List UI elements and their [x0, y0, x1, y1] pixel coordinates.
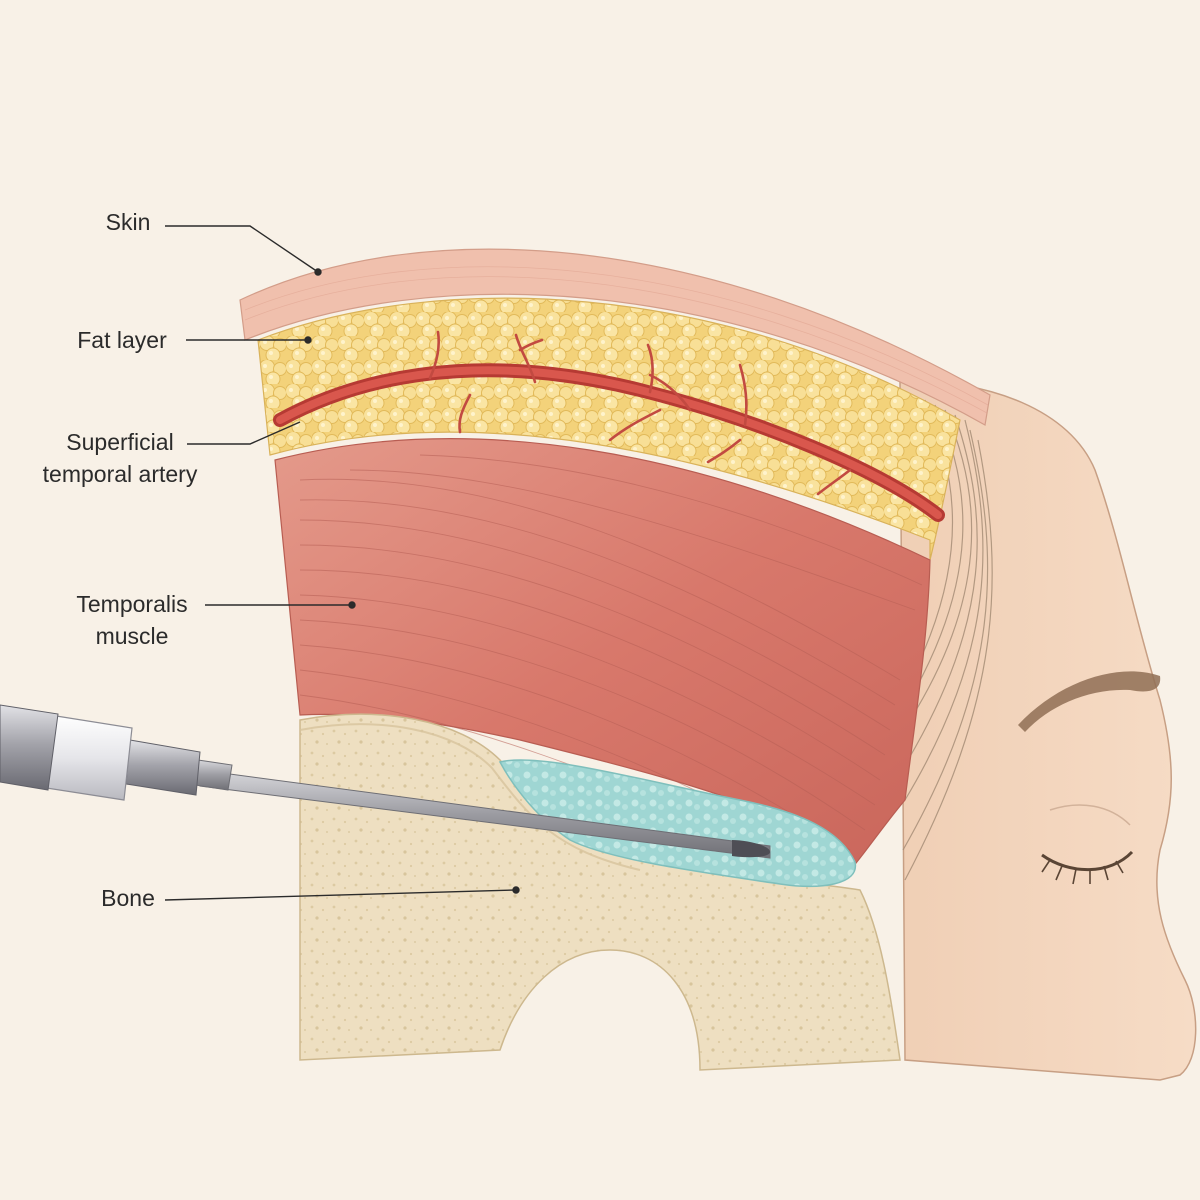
fat-layer-label: Fat layer	[77, 327, 167, 353]
superficial-temporal-artery	[273, 330, 945, 522]
bone-leader-line	[164, 889, 517, 901]
artery-label-line-1: Superficial	[66, 429, 174, 455]
temporalis-muscle	[274, 438, 931, 871]
skin-label: Skin	[105, 209, 151, 235]
fat-layer	[257, 297, 961, 561]
skin-layer	[239, 248, 991, 426]
eyebrow	[1018, 671, 1161, 732]
face-profile	[899, 379, 1197, 1081]
muscle-label-line-1: Temporalis	[76, 591, 188, 617]
hairline	[902, 399, 993, 881]
muscle-label-line-2: muscle	[95, 623, 169, 649]
artery-leader-line	[187, 421, 301, 445]
skin-leader-line	[165, 225, 319, 273]
leader-lines	[164, 225, 520, 901]
artery-label-line-2: temporal artery	[42, 461, 198, 487]
superficial-temporal-artery-label: Superficial temporal artery	[20, 426, 220, 490]
muscle-fibers	[299, 454, 923, 861]
syringe	[0, 704, 771, 859]
bone-label: Bone	[101, 885, 155, 911]
closed-eye	[1041, 804, 1134, 885]
temporalis-muscle-label: Temporalis muscle	[62, 588, 202, 652]
